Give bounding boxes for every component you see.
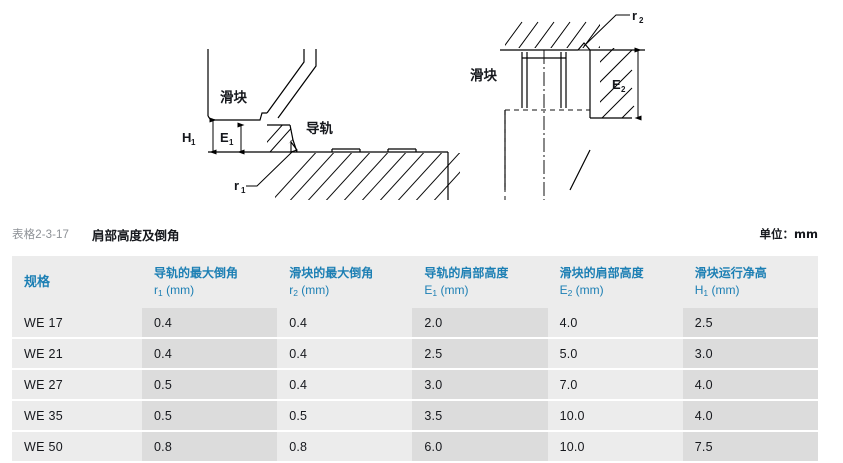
hidden-edges xyxy=(504,109,590,200)
rail-label: 导轨 xyxy=(306,120,333,137)
cell-e1: 3.5 xyxy=(412,400,548,432)
cell-r2: 0.4 xyxy=(277,369,413,401)
cell-h1: 4.0 xyxy=(682,369,818,401)
cell-e2: 7.0 xyxy=(547,369,683,401)
cell-r2: 0.5 xyxy=(277,400,413,432)
caption-title: 肩部高度及倒角 xyxy=(92,228,180,243)
cell-model: WE 35 xyxy=(12,400,142,432)
rail-hatching xyxy=(267,125,293,152)
cell-model: WE 21 xyxy=(12,338,142,370)
col-header-e1: 导轨的肩部高度 E1 (mm) xyxy=(412,256,548,308)
cell-e1: 2.0 xyxy=(412,308,548,339)
cell-e2: 4.0 xyxy=(547,308,683,339)
slider-label-right: 滑块 xyxy=(470,68,497,84)
cell-h1: 7.5 xyxy=(682,431,818,461)
r1-leader xyxy=(246,151,293,187)
chamfer-mark-r1 xyxy=(290,140,298,153)
table-header-row: 规格 导轨的最大倒角 r1 (mm) 滑块的最大倒角 r2 (mm) 导轨的肩部… xyxy=(12,256,818,308)
e1-label-sub: 1 xyxy=(229,138,234,147)
e1-label: E xyxy=(220,130,229,145)
cell-r1: 0.5 xyxy=(142,369,278,401)
diagram-area: 滑块 导轨 H 1 E 1 r 1 xyxy=(0,0,843,212)
cell-r1: 0.5 xyxy=(142,400,278,432)
r2-label: r xyxy=(632,8,637,23)
col-header-r2: 滑块的最大倒角 r2 (mm) xyxy=(277,256,413,308)
cell-e1: 6.0 xyxy=(412,431,548,461)
caption-number: 表格2-3-17 xyxy=(12,229,70,241)
rail-shoulder-chamfer-diagram: 滑块 导轨 H 1 E 1 r 1 xyxy=(160,0,460,212)
cell-r2: 0.4 xyxy=(277,308,413,339)
side-hatching xyxy=(600,48,635,118)
cell-e1: 2.5 xyxy=(412,338,548,370)
table-caption: 表格2-3-17 肩部高度及倒角 单位：mm xyxy=(0,224,843,246)
cell-h1: 2.5 xyxy=(682,308,818,339)
top-hatching xyxy=(505,21,600,48)
cell-h1: 3.0 xyxy=(682,338,818,370)
r1-label-sub: 1 xyxy=(241,186,246,195)
cell-model: WE 50 xyxy=(12,431,142,461)
col-header-e2: 滑块的肩部高度 E2 (mm) xyxy=(547,256,683,308)
shoulder-height-chamfer-table: 规格 导轨的最大倒角 r1 (mm) 滑块的最大倒角 r2 (mm) 导轨的肩部… xyxy=(12,256,818,461)
caption-unit: 单位：mm xyxy=(759,227,818,241)
cell-e1: 3.0 xyxy=(412,369,548,401)
r1-label: r xyxy=(234,178,239,193)
cell-e2: 10.0 xyxy=(547,431,683,461)
cell-model: WE 17 xyxy=(12,308,142,339)
e2-label-sub: 2 xyxy=(621,85,626,94)
cell-e2: 10.0 xyxy=(547,400,683,432)
h1-label: H xyxy=(182,130,191,145)
cell-r1: 0.8 xyxy=(142,431,278,461)
slider-shoulder-chamfer-diagram: 滑块 r 2 E 2 xyxy=(460,0,750,212)
cell-h1: 4.0 xyxy=(682,400,818,432)
h1-label-sub: 1 xyxy=(191,138,196,147)
e2-label: E xyxy=(612,77,621,92)
cell-e2: 5.0 xyxy=(547,338,683,370)
r2-leader xyxy=(583,14,630,47)
col-header-h1: 滑块运行净高 H1 (mm) xyxy=(682,256,818,308)
cell-r1: 0.4 xyxy=(142,308,278,339)
col-header-model: 规格 xyxy=(12,256,142,308)
cell-r2: 0.8 xyxy=(277,431,413,461)
col-header-r1: 导轨的最大倒角 r1 (mm) xyxy=(142,256,278,308)
r2-label-sub: 2 xyxy=(639,16,644,25)
cell-r1: 0.4 xyxy=(142,338,278,370)
chamfer-mark-r2 xyxy=(576,42,592,51)
slider-label-left: 滑块 xyxy=(220,90,247,106)
base-hatching xyxy=(275,153,460,200)
cell-r2: 0.4 xyxy=(277,338,413,370)
cell-model: WE 27 xyxy=(12,369,142,401)
